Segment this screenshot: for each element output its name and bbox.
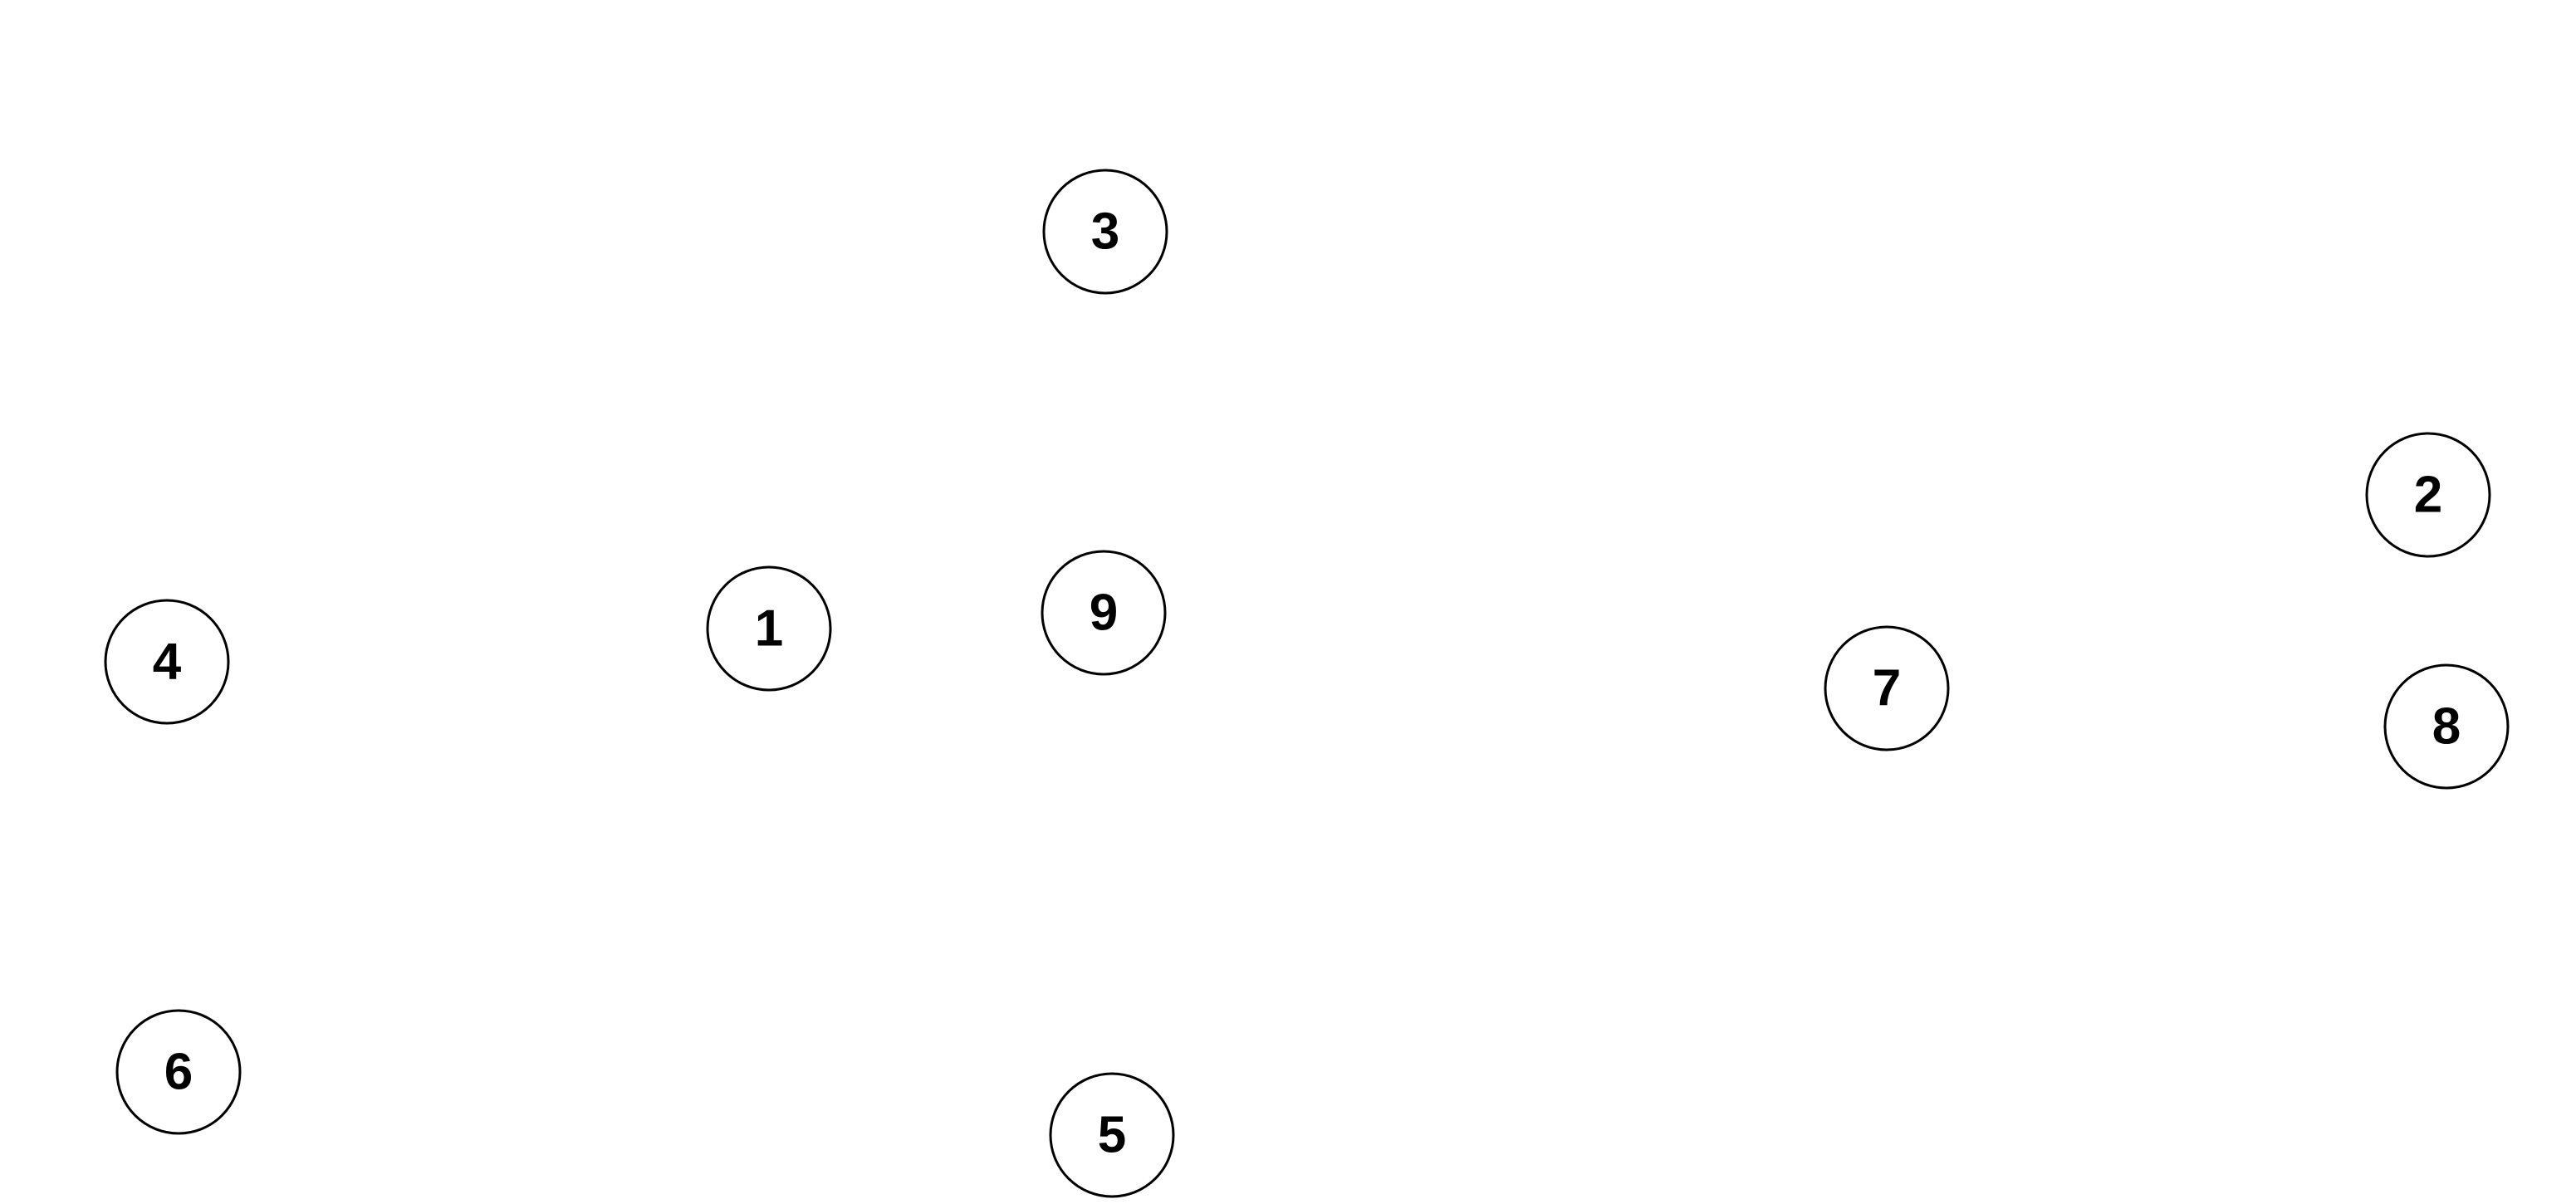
node-6-label: 6	[164, 1044, 193, 1101]
node-2-circle	[2365, 432, 2491, 558]
node-6-circle	[115, 1009, 242, 1135]
node-6[interactable]: 6	[115, 1009, 242, 1135]
node-5[interactable]: 5	[1049, 1072, 1175, 1198]
node-4[interactable]: 4	[104, 599, 230, 725]
node-8[interactable]: 8	[2383, 663, 2510, 790]
node-1-circle	[706, 565, 832, 692]
node-5-label: 5	[1098, 1107, 1126, 1164]
node-7-label: 7	[1873, 660, 1901, 717]
node-8-circle	[2383, 663, 2510, 790]
node-3[interactable]: 3	[1042, 169, 1168, 295]
node-7[interactable]: 7	[1824, 625, 1950, 751]
node-1[interactable]: 1	[706, 565, 832, 692]
node-8-label: 8	[2432, 698, 2461, 756]
node-2-label: 2	[2414, 467, 2442, 524]
node-4-label: 4	[153, 634, 182, 691]
node-3-label: 3	[1091, 203, 1119, 261]
node-4-circle	[104, 599, 230, 725]
node-2[interactable]: 2	[2365, 432, 2491, 558]
node-5-circle	[1049, 1072, 1175, 1198]
node-7-circle	[1824, 625, 1950, 751]
node-9[interactable]: 9	[1041, 550, 1167, 676]
node-1-label: 1	[755, 600, 783, 658]
node-3-circle	[1042, 169, 1168, 295]
node-9-circle	[1041, 550, 1167, 676]
node-9-label: 9	[1090, 585, 1118, 642]
